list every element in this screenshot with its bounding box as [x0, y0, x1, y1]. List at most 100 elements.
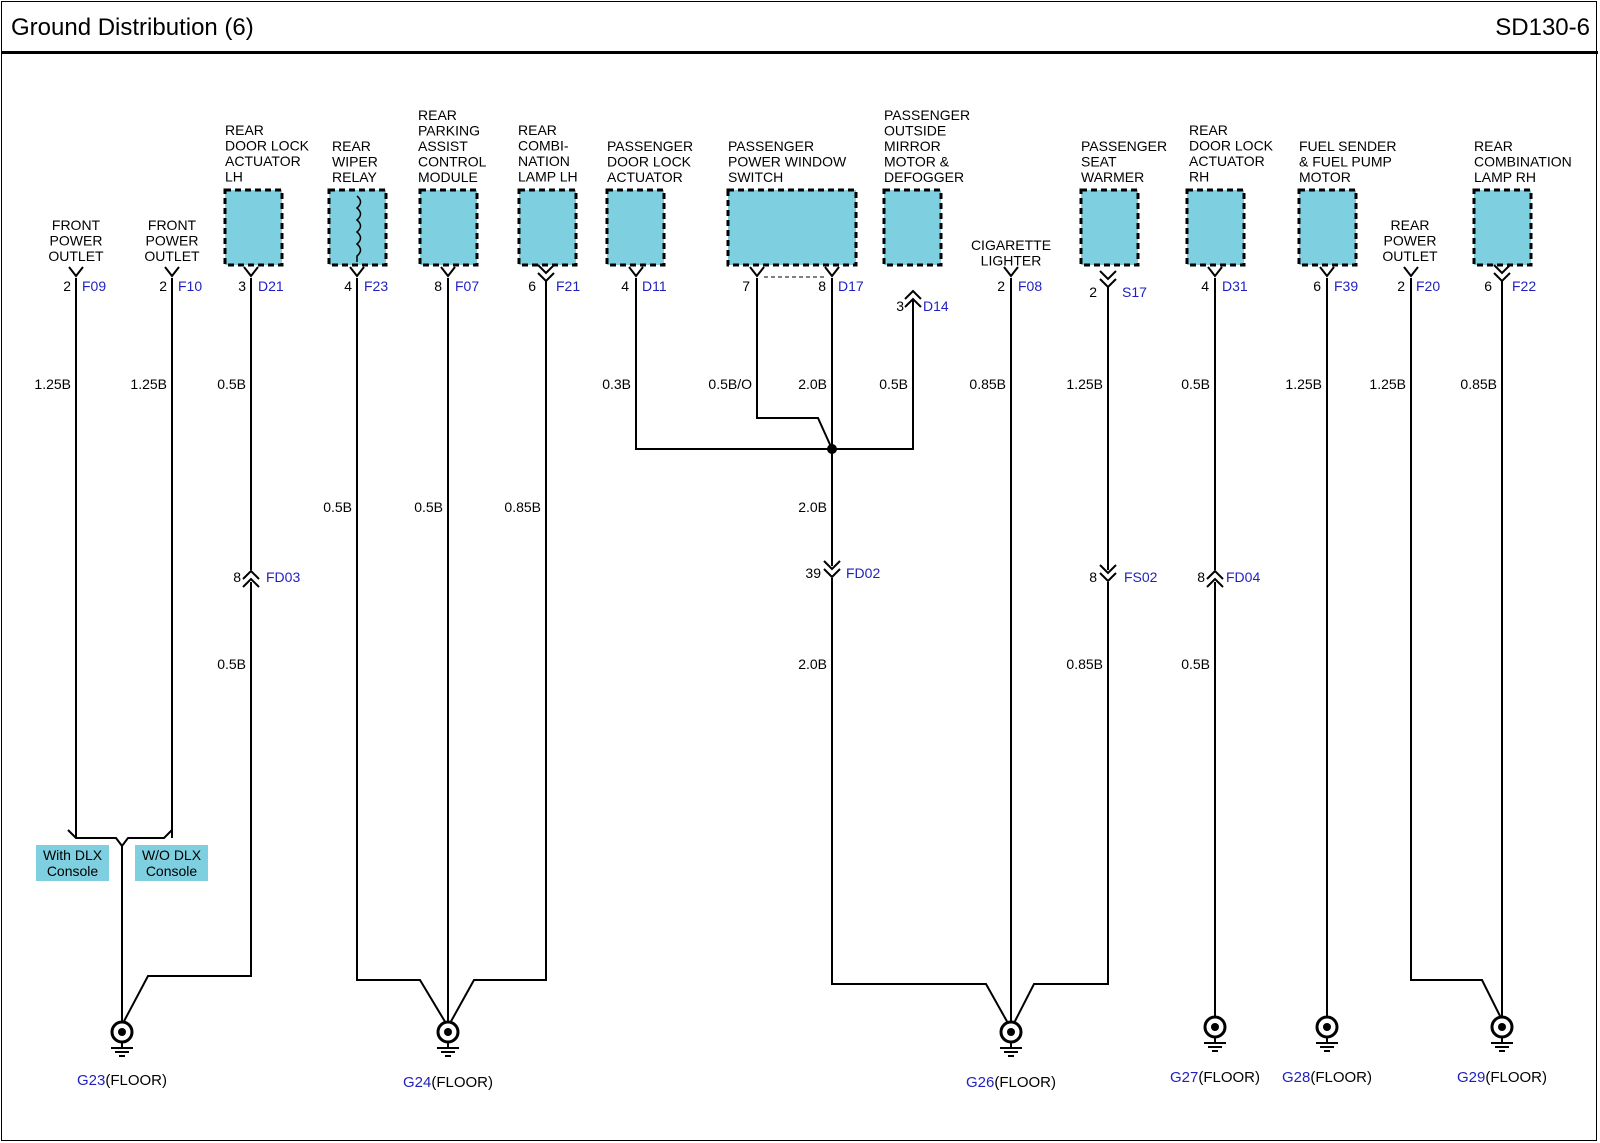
component-label: FUEL SENDER	[1299, 138, 1397, 154]
component-label: CIGARETTE	[971, 237, 1051, 253]
connector-pin-number: 4	[1201, 278, 1209, 294]
wire-size-label: 0.5B	[1181, 656, 1210, 672]
connector-pin-icon	[824, 266, 840, 278]
component-label: NATION	[518, 153, 570, 169]
wire-size-label: 1.25B	[1369, 376, 1406, 392]
component-label: OUTSIDE	[884, 123, 946, 139]
wire-size-label: 1.25B	[130, 376, 167, 392]
connector-chevron-down-icon	[1099, 270, 1117, 281]
component-label: ACTUATOR	[1189, 153, 1265, 169]
component-label: REAR	[1474, 138, 1513, 154]
connector-pin-number: 8	[434, 278, 442, 294]
connector-pin-icon	[1319, 266, 1335, 278]
connector-pin-icon	[349, 266, 365, 278]
connector-pin-number: 2	[997, 278, 1005, 294]
connector-id: D14	[923, 298, 949, 314]
wire-size-label: 0.5B	[217, 656, 246, 672]
option-branch	[67, 829, 173, 848]
connector-pin-icon	[1207, 266, 1223, 278]
connector-pin-number: 3	[896, 298, 904, 314]
wire-size-label: 0.5B	[1181, 376, 1210, 392]
component-label: REAR	[1391, 217, 1430, 233]
option-box	[36, 845, 109, 881]
wire	[356, 278, 448, 1026]
inline-connector-id: FD02	[846, 565, 880, 581]
wire-size-label: 1.25B	[1066, 376, 1103, 392]
connector-pin-icon	[749, 266, 765, 278]
component-box	[1079, 188, 1140, 267]
component-label: POWER	[146, 233, 199, 249]
connector-pin-number: 2	[63, 278, 71, 294]
connector-pin-number: 4	[344, 278, 352, 294]
component-label: ACTUATOR	[607, 169, 683, 185]
option-label: With DLX	[43, 847, 103, 863]
wire-size-label: 0.5B	[414, 499, 443, 515]
page-title: Ground Distribution (6)	[11, 14, 254, 41]
connector-pin-number: 6	[1313, 278, 1321, 294]
ground-id: G27	[1170, 1069, 1198, 1086]
component-box	[1185, 188, 1246, 267]
component-label: LIGHTER	[981, 253, 1042, 269]
connector-id: F22	[1512, 278, 1536, 294]
ground-location: (FLOOR)	[1310, 1069, 1372, 1086]
component-label: REAR	[418, 107, 457, 123]
connector-chevron-down-icon	[823, 560, 841, 571]
relay-coil-icon	[355, 195, 362, 262]
ground-icon	[1211, 1023, 1219, 1031]
component-label: FRONT	[52, 217, 101, 233]
diagram-code: SD130-6	[1495, 14, 1590, 41]
component-label: POWER WINDOW	[728, 154, 847, 170]
component-box	[223, 188, 284, 267]
component-box	[1472, 188, 1533, 267]
connector-chevron-up-icon	[1206, 569, 1224, 580]
wire	[831, 578, 1010, 1026]
connector-pin-number: 6	[1484, 278, 1492, 294]
option-label: Console	[146, 863, 198, 879]
connector-id: D11	[642, 278, 667, 294]
component-label: WIPER	[332, 154, 378, 170]
ground-icon	[1323, 1023, 1331, 1031]
connector-pin-number: 8	[818, 278, 826, 294]
ground-label: G23(FLOOR)	[77, 1072, 167, 1089]
connector-id: D21	[258, 278, 284, 294]
component-label: POWER	[50, 233, 103, 249]
component-label: DOOR LOCK	[1189, 138, 1274, 154]
component-label: RELAY	[332, 169, 378, 185]
wire-size-label: 0.5B	[879, 376, 908, 392]
inline-connector-id: FD04	[1226, 569, 1260, 585]
connector-id: F23	[364, 278, 388, 294]
component-label: OUTLET	[144, 248, 200, 264]
component-label: DEFOGGER	[884, 169, 964, 185]
component-label: RH	[1189, 169, 1209, 185]
component-box	[327, 188, 388, 267]
wire-size-label: 0.85B	[1066, 656, 1103, 672]
component-label: CONTROL	[418, 154, 487, 170]
ground-label: G26(FLOOR)	[966, 1074, 1056, 1091]
inline-connector-pin: 8	[233, 569, 241, 585]
component-label: COMBINATION	[1474, 154, 1572, 170]
component-label: COMBI-	[518, 138, 569, 154]
wire-size-label: 2.0B	[798, 499, 827, 515]
component-label: MIRROR	[884, 138, 941, 154]
component-label: OUTLET	[1382, 248, 1438, 264]
component-label: REAR	[225, 122, 264, 138]
inline-connector-pin: 8	[1089, 569, 1097, 585]
ground-icon	[444, 1028, 452, 1036]
connector-pin-number: 7	[742, 278, 750, 294]
connector-pin-icon	[164, 266, 180, 278]
wire-size-label: 2.0B	[798, 656, 827, 672]
component-label: REAR	[332, 138, 371, 154]
component-label: DOOR LOCK	[607, 154, 692, 170]
ground-location: (FLOOR)	[1198, 1069, 1260, 1086]
inline-connector-id: FS02	[1124, 569, 1158, 585]
wire-size-label: 1.25B	[34, 376, 71, 392]
connector-chevron-down-icon	[823, 568, 841, 579]
component-label: SWITCH	[728, 169, 783, 185]
wire	[1410, 278, 1503, 1021]
ground-location: (FLOOR)	[1485, 1069, 1547, 1086]
ground-icon	[118, 1028, 126, 1036]
inline-connector-pin: 8	[1197, 569, 1205, 585]
connector-pin-number: 4	[621, 278, 629, 294]
connector-pin-icon	[1403, 266, 1419, 278]
wire	[832, 300, 914, 450]
